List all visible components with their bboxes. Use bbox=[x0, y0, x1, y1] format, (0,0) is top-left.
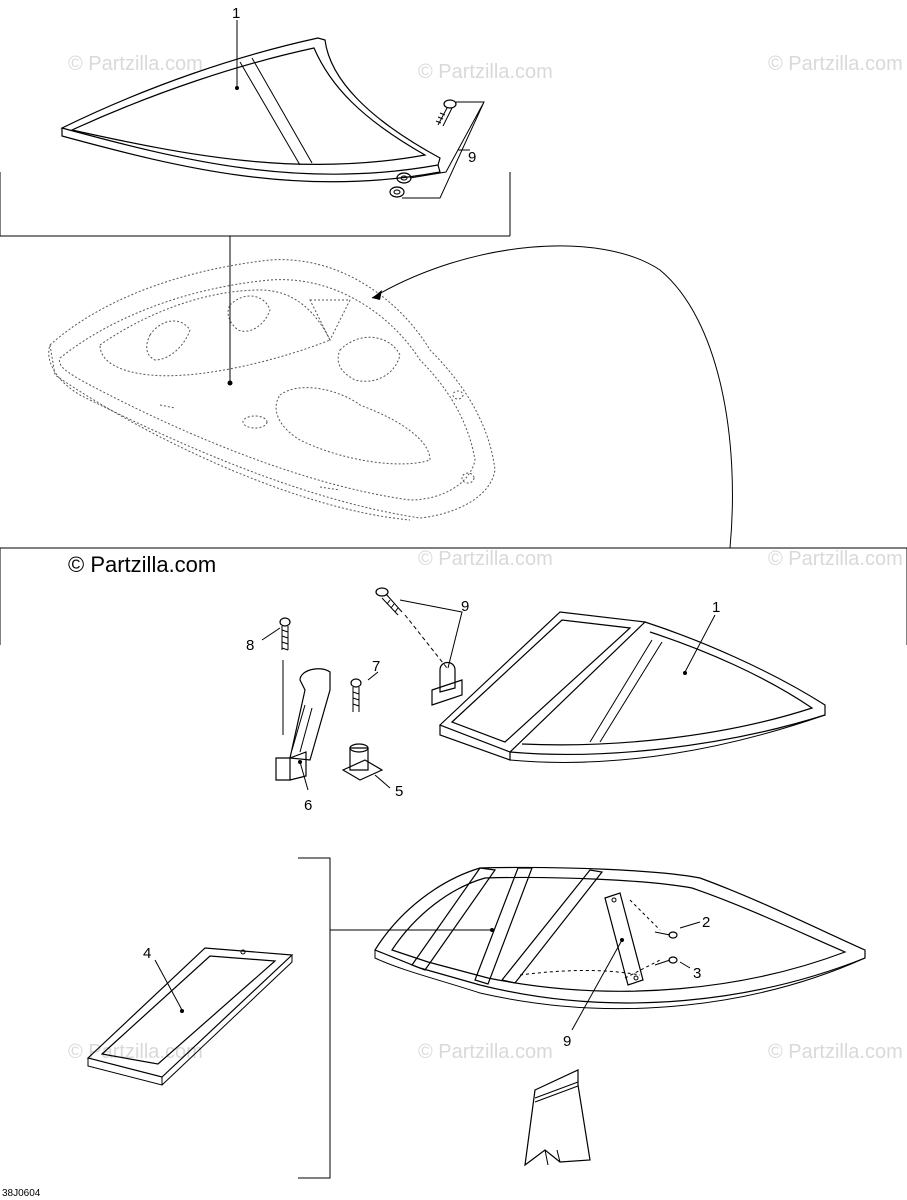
leader-line bbox=[402, 101, 485, 199]
watermark-text: © Partzilla.com bbox=[68, 1041, 203, 1063]
leader-dot bbox=[298, 760, 302, 764]
callout-labels: 1 9 9 1 8 7 6 5 4 2 3 9 bbox=[143, 5, 720, 1050]
leader-dot bbox=[490, 928, 494, 932]
watermark-text: © Partzilla.com bbox=[68, 53, 203, 75]
leader-line bbox=[374, 774, 391, 789]
screw-top[interactable] bbox=[435, 99, 457, 127]
leader-dot bbox=[180, 1009, 184, 1013]
leader-line bbox=[399, 599, 463, 669]
leader-line bbox=[261, 627, 281, 641]
leader-dot bbox=[227, 380, 233, 386]
drawing-code: 38J0604 bbox=[2, 1188, 41, 1199]
watermark-text: © Partzilla.com bbox=[768, 53, 903, 75]
leader-line bbox=[367, 671, 379, 681]
callout-label: 7 bbox=[372, 658, 380, 675]
leader-line bbox=[571, 939, 623, 1031]
callout-label: 9 bbox=[468, 149, 476, 166]
strut-rod[interactable] bbox=[604, 892, 644, 986]
screw-part-7[interactable] bbox=[350, 678, 362, 712]
watermark-text: © Partzilla.com bbox=[418, 61, 553, 83]
callout-label: 2 bbox=[702, 914, 710, 931]
leader-dot bbox=[620, 938, 624, 942]
windshield-bottom[interactable] bbox=[374, 866, 866, 1010]
windshield-top[interactable] bbox=[60, 37, 441, 183]
leader-dot bbox=[683, 671, 687, 675]
leader-line bbox=[624, 899, 661, 979]
screw-part-8[interactable] bbox=[279, 617, 291, 651]
leader-line bbox=[154, 959, 183, 1011]
callout-label: 9 bbox=[461, 598, 469, 615]
callout-label: 4 bbox=[143, 945, 151, 962]
callout-label: 9 bbox=[563, 1033, 571, 1050]
assembly-arrow bbox=[371, 245, 733, 549]
storage-bag[interactable] bbox=[524, 1069, 591, 1167]
watermark-text: © Partzilla.com bbox=[768, 548, 903, 570]
windshield-middle[interactable] bbox=[438, 611, 826, 763]
callout-label: 8 bbox=[246, 637, 254, 654]
watermark-text: © Partzilla.com bbox=[418, 1041, 553, 1063]
watermark-text: © Partzilla.com bbox=[418, 548, 553, 570]
callout-label: 6 bbox=[304, 797, 312, 814]
watermark-text: © Partzilla.com bbox=[768, 1041, 903, 1063]
callout-label: 1 bbox=[712, 599, 720, 616]
watermarks: © Partzilla.com © Partzilla.com © Partzi… bbox=[68, 53, 903, 1063]
assembly-bracket bbox=[0, 547, 907, 645]
callout-label: 1 bbox=[232, 5, 240, 22]
leader-line bbox=[684, 614, 716, 673]
leader-dot bbox=[235, 86, 239, 90]
base-mount-part-5[interactable] bbox=[341, 743, 384, 781]
callout-label: 3 bbox=[693, 965, 701, 982]
assembly-bracket bbox=[0, 172, 511, 385]
screw-middle[interactable] bbox=[375, 587, 403, 616]
leader-line bbox=[404, 614, 448, 669]
window-frame-part-4[interactable] bbox=[86, 947, 294, 1086]
screw-part-2[interactable] bbox=[654, 931, 678, 939]
screw-part-3[interactable] bbox=[654, 956, 678, 966]
arrow-head bbox=[372, 290, 382, 300]
boat-hull bbox=[48, 259, 496, 521]
support-post-part-6[interactable] bbox=[275, 668, 331, 781]
assembly-bracket bbox=[298, 857, 490, 1179]
leader-line bbox=[679, 921, 701, 969]
leader-line bbox=[282, 660, 309, 791]
callout-label: 5 bbox=[395, 783, 403, 800]
bracket-base-small[interactable] bbox=[431, 661, 463, 706]
brand-text: © Partzilla.com bbox=[68, 552, 216, 577]
